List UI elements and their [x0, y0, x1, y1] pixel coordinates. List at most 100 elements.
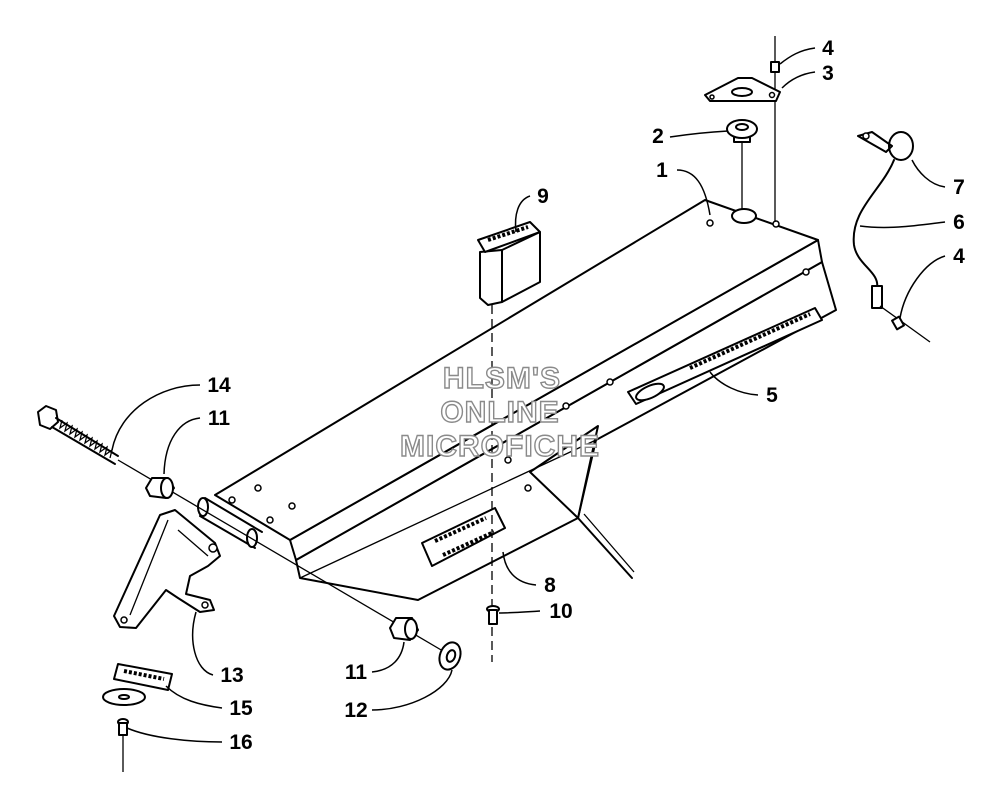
pan-hole [266, 516, 274, 524]
callout-13: 13 [220, 664, 243, 687]
washer-hole [118, 694, 130, 700]
leader-7 [911, 159, 946, 188]
bolt-14-threads [58, 419, 114, 459]
callout-7: 7 [953, 176, 965, 199]
bracket-9-body [479, 249, 503, 306]
leader-13 [192, 611, 214, 676]
plate-3 [704, 77, 781, 102]
leader-12 [371, 669, 453, 711]
bushing-11-upper [145, 477, 175, 499]
decal-15-strip [113, 663, 173, 691]
ring-7-clip-hole [862, 132, 870, 140]
plate-3-small-hole [709, 94, 715, 100]
bolt-14 [37, 405, 119, 465]
pivot-tube-edge [199, 515, 256, 549]
callout-11-upper: 11 [208, 407, 231, 430]
pan-fin [529, 425, 599, 519]
callout-4-right: 4 [953, 245, 965, 268]
leader-8 [502, 551, 537, 586]
callout-2: 2 [652, 125, 664, 148]
leader-11-upper [163, 417, 201, 475]
callout-15: 15 [229, 697, 253, 720]
callout-12: 12 [344, 699, 367, 722]
screw-4-top-body [770, 61, 780, 73]
leader-6 [859, 221, 946, 229]
arm-13 [113, 509, 221, 629]
bushing-11-lower-end [404, 618, 418, 640]
watermark-line-1: HLSM'S [443, 362, 561, 395]
leader-4-top [779, 47, 816, 65]
pivot-tube-end [197, 497, 209, 517]
nut-12-hole [445, 649, 457, 663]
arm-13-hole [208, 543, 218, 553]
callout-14: 14 [207, 374, 231, 397]
washer [102, 688, 146, 706]
cable-6-pin-line [879, 305, 931, 343]
grommet-2-hole [735, 123, 749, 131]
pan-hole [228, 496, 236, 504]
pan-top-face [214, 199, 819, 541]
watermark: HLSM'S ONLINE MICROFICHE [399, 361, 600, 463]
leader-14 [111, 384, 201, 451]
leader-11-lower [371, 641, 405, 673]
bushing-11-lower [389, 617, 419, 641]
decal-8-print [434, 516, 487, 543]
arm-13-hole [201, 601, 209, 609]
decal-5-oval [635, 382, 665, 402]
pan-hole [706, 219, 714, 227]
bushing-11-upper-end [160, 477, 174, 499]
callout-1: 1 [656, 159, 668, 182]
cable-6 [852, 159, 895, 289]
callout-9: 9 [537, 185, 549, 208]
decal-8-print [442, 530, 495, 557]
pan-hole [254, 484, 262, 492]
bracket-9-print [487, 225, 529, 242]
bolt-14-head [37, 405, 59, 430]
pivot-tube-edge [204, 497, 263, 533]
leader-15 [165, 685, 223, 709]
pan-hole [524, 484, 532, 492]
cable-6-connector [871, 285, 883, 309]
pan-hole [802, 268, 810, 276]
pan-plate-edge [299, 439, 597, 579]
pan-assembly [197, 199, 837, 601]
rivet-10-shank [488, 609, 498, 625]
pan-large-hole [731, 208, 757, 224]
pan-rod-edge [583, 513, 635, 573]
callout-3: 3 [822, 62, 834, 85]
decal-15 [113, 663, 173, 691]
rivet-16 [117, 718, 129, 772]
screw-4-right [891, 315, 905, 331]
pan-hole [562, 402, 570, 410]
pan-rod [577, 517, 633, 579]
pan-hole [288, 502, 296, 510]
callout-6: 6 [953, 211, 965, 234]
leader-16 [126, 727, 223, 743]
leader-10 [498, 610, 541, 614]
plate-3-small-hole [768, 91, 776, 99]
decal-8 [421, 507, 506, 567]
plate-3-hole [731, 87, 753, 97]
watermark-line-3: MICROFICHE [400, 430, 600, 463]
rivet-16-shank [118, 722, 128, 736]
leader-lines [111, 47, 946, 743]
callouts: 1 2 3 4 4 5 6 7 8 9 10 11 11 12 13 14 15… [207, 37, 965, 754]
rivet-10 [486, 605, 500, 625]
arm-13-body [113, 509, 221, 629]
arm-13-hole [120, 616, 128, 624]
cable-assembly [852, 131, 931, 343]
screw-4-top [770, 61, 780, 73]
callout-5: 5 [766, 384, 778, 407]
leader-3 [781, 71, 816, 89]
decal-5 [627, 307, 823, 405]
callout-8: 8 [544, 574, 556, 597]
pan-hole [504, 456, 512, 464]
bolt-14-shank [51, 426, 116, 465]
leader-5 [709, 371, 759, 396]
arm-13-edge [177, 529, 209, 557]
leader-9 [514, 195, 531, 233]
decal-8-plate [421, 507, 506, 567]
pan-hole [772, 220, 780, 228]
pan-hole [606, 378, 614, 386]
